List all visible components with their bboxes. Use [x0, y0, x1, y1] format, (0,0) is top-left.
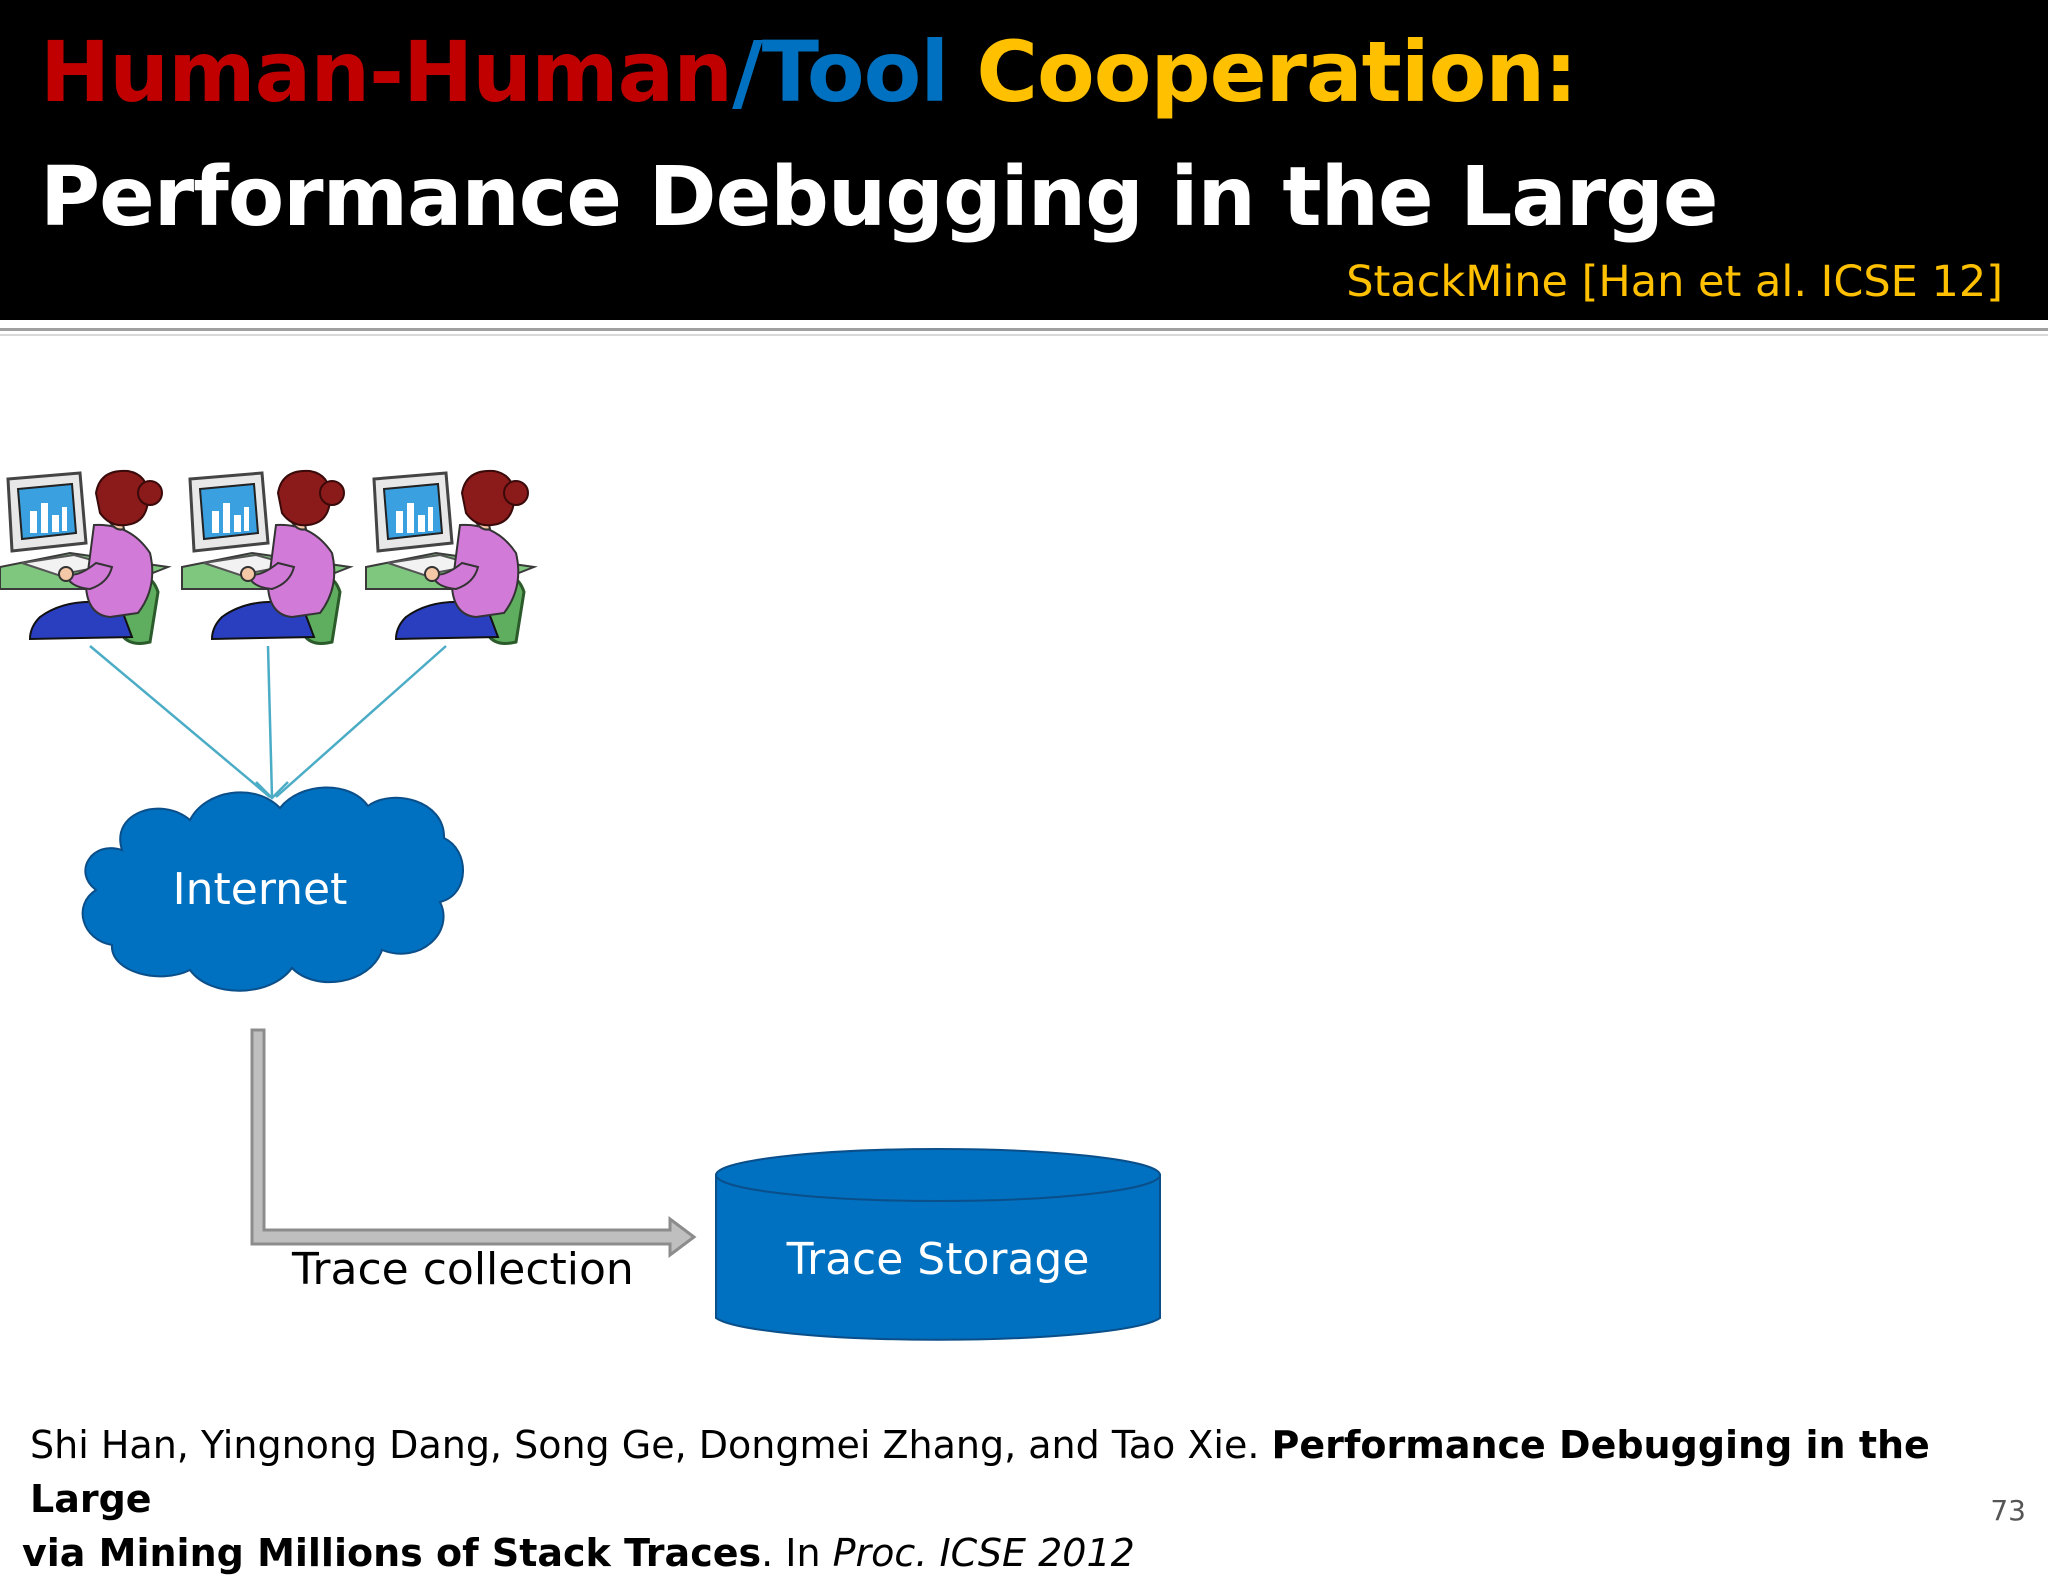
title-human-human: Human-Human — [40, 23, 733, 121]
connector-line — [275, 645, 447, 798]
connector-arrowhead — [255, 781, 289, 800]
title-cooperation: Cooperation: — [948, 23, 1577, 121]
user-connectors — [89, 645, 447, 800]
trace-storage-label: Trace Storage — [786, 1234, 1090, 1285]
internet-label: Internet — [172, 864, 348, 915]
reference-venue: Proc. ICSE 2012 — [832, 1531, 1135, 1575]
divider-shadow — [0, 334, 2048, 336]
reference-title-part1: Performance Debugging in the Large — [30, 1423, 1930, 1521]
reference-separator: . In — [761, 1531, 833, 1575]
connector-line — [89, 645, 271, 798]
citation-tag: StackMine [Han et al. ICSE 12] — [1346, 257, 2003, 307]
page-number: 73 — [1990, 1494, 2026, 1527]
title-slash: / — [732, 23, 763, 121]
divider-line — [0, 328, 2048, 331]
internet-cloud — [81, 786, 464, 992]
user-at-computer-icon — [364, 469, 536, 645]
reference-citation: Shi Han, Yingnong Dang, Song Ge, Dongmei… — [22, 1418, 2002, 1580]
trace-collection-arrow — [250, 1028, 697, 1258]
slide-title-line1: Human-Human/Tool Cooperation: — [40, 22, 1578, 122]
title-bar: Human-Human/Tool Cooperation: Performanc… — [0, 0, 2048, 320]
title-tool: Tool — [761, 23, 949, 121]
trace-storage-cylinder — [715, 1148, 1161, 1341]
trace-collection-label: Trace collection — [292, 1244, 634, 1295]
user-at-computer-icon — [0, 469, 170, 645]
user-at-computer-icon — [180, 469, 352, 645]
reference-title-part2: via Mining Millions of Stack Traces — [22, 1531, 762, 1575]
connector-line — [266, 645, 274, 798]
diagram-canvas — [0, 469, 1161, 1341]
reference-authors: Shi Han, Yingnong Dang, Song Ge, Dongmei… — [30, 1423, 1272, 1467]
slide-title-line2: Performance Debugging in the Large — [40, 150, 1719, 245]
